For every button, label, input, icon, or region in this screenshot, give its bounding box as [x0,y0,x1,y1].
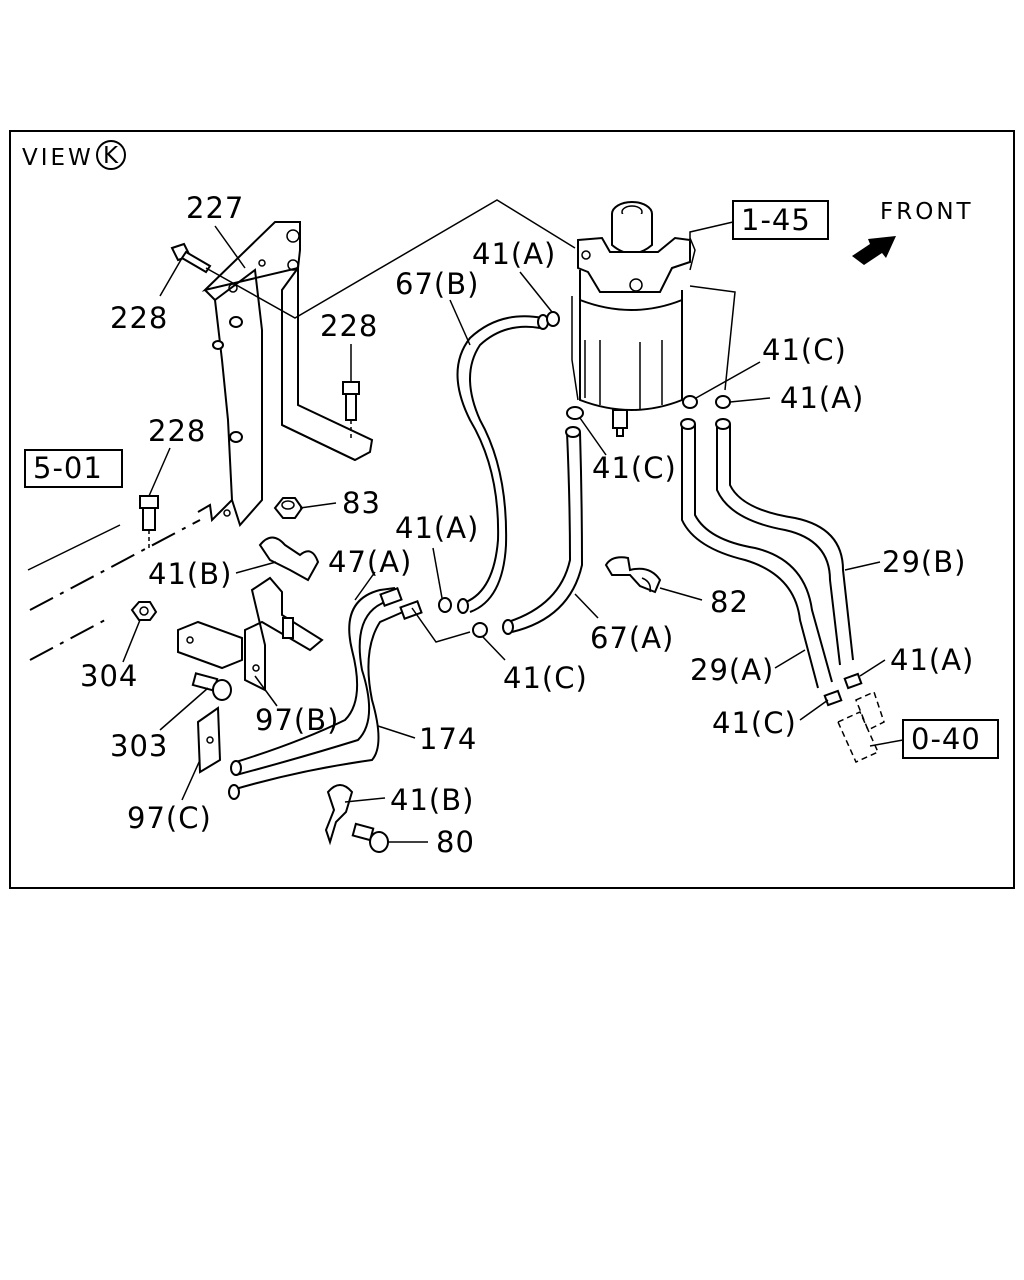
bolt-80 [351,822,389,853]
ref-box-5-01[interactable]: 5-01 [24,449,123,488]
bolt-228-top [170,242,212,274]
label-41a-right[interactable]: 41(A) [780,381,864,415]
label-41b-lower[interactable]: 41(B) [390,783,474,817]
label-228-left[interactable]: 228 [148,414,206,448]
label-47a[interactable]: 47(A) [328,545,412,579]
clamp-41c-mid [472,622,488,638]
bracket-304-plate [177,620,243,670]
ref-5-01-label: 5-01 [33,451,103,485]
label-41a-top[interactable]: 41(A) [472,237,556,271]
clamp-41a-29b [715,395,731,409]
clamp-41a-mid [438,597,452,613]
label-228-top[interactable]: 228 [110,301,168,335]
leader-lines [122,225,904,843]
label-228-mid[interactable]: 228 [320,309,378,343]
hose-67a [502,426,584,635]
plate-97c [196,706,222,774]
pipe-0-40 [837,690,885,763]
label-29b[interactable]: 29(B) [882,545,966,579]
nut-304 [130,601,158,621]
clamp-41b-lower [324,784,354,846]
ref-1-45-label: 1-45 [741,203,811,237]
hose-67b [456,314,549,614]
label-83[interactable]: 83 [342,486,381,520]
clamp-41a-lower [843,672,863,690]
label-41c-lower[interactable]: 41(C) [712,706,797,740]
nut-83 [273,497,304,519]
label-82[interactable]: 82 [710,585,749,619]
clamp-41c-lower [823,689,843,707]
label-41c-right[interactable]: 41(C) [762,333,847,367]
bolt-228-mid [342,381,360,440]
bracket-97b [244,576,324,692]
label-29a[interactable]: 29(A) [690,653,774,687]
ref-0-40-label: 0-40 [911,722,981,756]
hose-47a [379,587,423,620]
label-97c[interactable]: 97(C) [127,801,212,835]
label-41c-filter[interactable]: 41(C) [592,451,677,485]
front-label: FRONT [880,199,974,225]
label-304[interactable]: 304 [80,659,138,693]
label-303[interactable]: 303 [110,729,168,763]
label-41a-lower[interactable]: 41(A) [890,643,974,677]
pipe-174 [228,587,413,800]
view-letter: K [103,143,119,169]
diagram-frame [9,130,1015,889]
clamp-41b-upper [258,536,320,582]
bracket-227 [197,221,374,527]
view-label: VIEW [22,145,94,171]
bolt-228-left [139,495,159,548]
fuel-filter-assembly [571,201,696,437]
clamp-41a-filter-inlet [546,311,560,327]
clamp-41c-29a [682,395,698,409]
ref-box-0-40[interactable]: 0-40 [902,719,999,759]
clip-82 [604,556,662,594]
label-80[interactable]: 80 [436,825,475,859]
label-227[interactable]: 227 [186,191,244,225]
label-41b-upper[interactable]: 41(B) [148,557,232,591]
label-41a-mid[interactable]: 41(A) [395,511,479,545]
label-67b[interactable]: 67(B) [395,267,479,301]
view-letter-circle [96,140,126,170]
front-arrow-icon [852,236,896,265]
hose-29b [715,418,854,666]
hose-29a [680,418,833,689]
clamp-41c-filter-outlet [566,406,584,420]
label-174[interactable]: 174 [419,722,477,756]
ref-box-1-45[interactable]: 1-45 [732,200,829,240]
bolt-303 [191,672,232,701]
label-41c-mid[interactable]: 41(C) [503,661,588,695]
label-67a[interactable]: 67(A) [590,621,674,655]
label-97b[interactable]: 97(B) [255,703,339,737]
